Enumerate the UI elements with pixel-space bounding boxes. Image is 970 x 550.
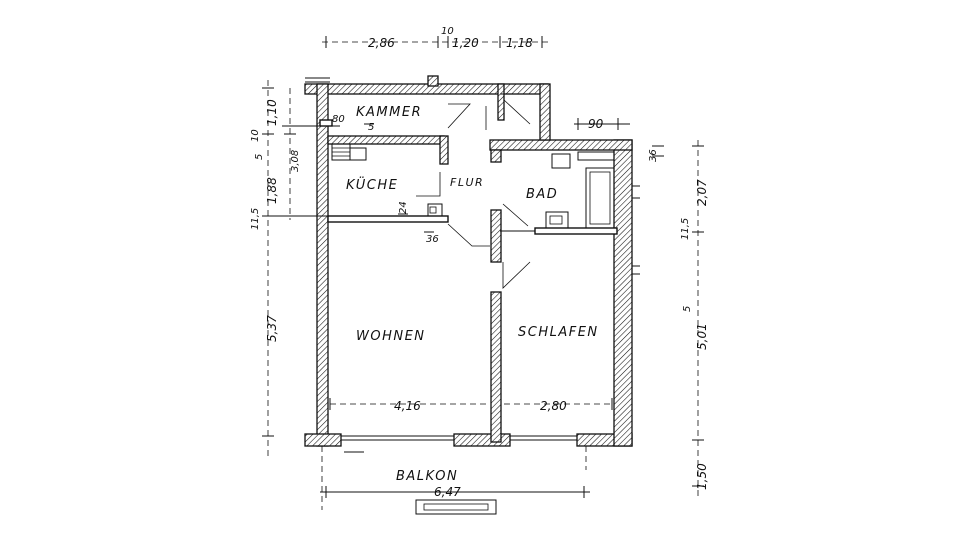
dim-left-115: 11,5	[250, 208, 261, 230]
dim-wohnen-width: 4,16	[394, 399, 421, 413]
dimension-lines	[262, 36, 704, 500]
dim-left-308: 3,08	[290, 150, 301, 172]
dim-top-118: 1,18	[506, 36, 533, 50]
dim-inner-36: 36	[426, 234, 439, 245]
room-wohnen: WOHNEN	[356, 329, 426, 344]
fixtures	[331, 93, 615, 229]
room-flur: FLUR	[450, 176, 484, 189]
dim-right-150: 1,50	[695, 463, 709, 490]
dim-top-10: 10	[441, 26, 454, 37]
dim-left-5: 5	[254, 154, 265, 160]
balcony	[321, 446, 587, 515]
dim-right-90: 90	[588, 117, 604, 131]
dim-left-188: 1,88	[265, 177, 279, 204]
dim-left-537: 5,37	[265, 315, 279, 342]
dim-inner-80: 80	[332, 114, 345, 125]
dim-right-207: 2,07	[695, 179, 709, 206]
dim-schlafen-width: 2,80	[540, 399, 567, 413]
room-kammer: KAMMER	[356, 105, 422, 120]
dim-inner-5: 5	[368, 122, 374, 133]
room-schlafen: SCHLAFEN	[518, 325, 599, 340]
room-bad: BAD	[526, 187, 558, 202]
room-balkon: BALKON	[396, 469, 458, 484]
dim-balkon-width: 6,47	[434, 485, 461, 499]
dim-left-10: 10	[250, 129, 261, 142]
doors	[416, 99, 531, 289]
dim-right-115: 11,5	[680, 218, 691, 240]
dimension-labels: 2,86 10 1,20 1,18 1,10 10 1,88 5 3,08 11…	[250, 26, 709, 499]
dim-right-36: 36	[648, 149, 659, 162]
dim-inner-24: 24	[398, 201, 409, 214]
dim-right-5: 5	[682, 306, 693, 312]
dim-top-286: 2,86	[368, 36, 395, 50]
windows	[305, 77, 640, 441]
room-kueche: KÜCHE	[346, 176, 398, 193]
room-labels: KAMMER KÜCHE FLUR BAD WOHNEN SCHLAFEN BA…	[346, 105, 599, 484]
dim-right-501: 5,01	[695, 323, 709, 350]
dim-left-110: 1,10	[265, 99, 279, 126]
walls	[304, 75, 633, 447]
dim-top-120: 1,20	[452, 36, 479, 50]
